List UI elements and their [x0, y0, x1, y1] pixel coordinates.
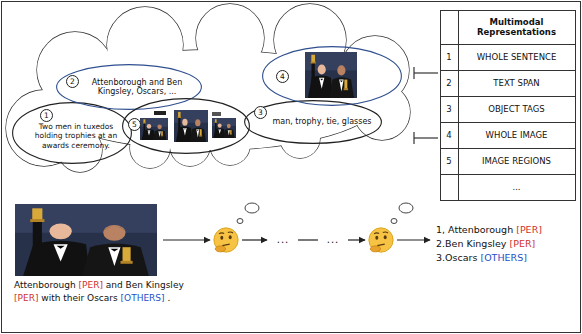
sentence-word: Attenborough — [14, 280, 76, 290]
whole-image — [305, 52, 357, 98]
thinking-face — [369, 228, 393, 252]
entity-tag: [OTHERS] — [480, 252, 526, 263]
region-crop — [174, 110, 208, 142]
pipeline-arrow — [242, 239, 267, 240]
entity-tag: [PER] — [516, 224, 542, 235]
table-grid — [441, 122, 576, 123]
thought-bubble — [237, 219, 243, 224]
pipeline-arrow — [348, 239, 365, 240]
ellipse-outline — [122, 98, 250, 154]
callout-number: 1 — [40, 109, 53, 122]
table-grid — [441, 96, 576, 97]
table-cell: WHOLE SENTENCE — [458, 44, 575, 70]
entity-list: 1, Attenborough [PER]2.Ben Kingsley [PER… — [436, 223, 542, 265]
cloud-outline — [196, 4, 264, 72]
entity-tag: [OTHERS] — [121, 293, 165, 303]
entity-tag: [PER] — [79, 280, 103, 290]
table-grid — [441, 174, 576, 175]
representation-ellipse: 4 — [262, 46, 402, 106]
table-grid — [441, 44, 576, 45]
sentence-word: with their Oscars — [41, 293, 117, 303]
thought-bubble — [237, 203, 413, 224]
region-box — [154, 111, 166, 115]
sentence-caption: Attenborough [PER] and Ben Kingsley [PER… — [14, 279, 202, 305]
cloud-fill — [37, 32, 113, 108]
sentence-word: and Ben Kingsley — [106, 280, 184, 290]
pipeline-arrow — [298, 239, 318, 240]
table-cell: ... — [458, 174, 575, 200]
table-grid — [441, 11, 576, 201]
table-grid — [441, 11, 576, 201]
callout-number: 4 — [276, 70, 289, 83]
entity-line: 3.Oscars [OTHERS] — [436, 251, 542, 265]
cloud-outline — [107, 7, 183, 83]
table-cell: WHOLE IMAGE — [458, 122, 575, 148]
table-grid — [441, 148, 576, 149]
representation-ellipse: 3man, trophy, tie, glasses — [244, 100, 382, 144]
cloud-outline — [6, 4, 410, 172]
sentence-word: . — [167, 293, 170, 303]
ellipsis: ... — [320, 232, 346, 248]
cloud-fill — [196, 4, 264, 72]
ellipsis: ... — [270, 232, 296, 248]
input-image — [15, 204, 157, 276]
cloud-outline — [37, 32, 113, 108]
pipeline-arrow — [163, 239, 210, 240]
bracket-line — [414, 137, 438, 138]
cloud-outline — [354, 84, 410, 140]
region-crop — [212, 118, 236, 138]
table-cell: 2 — [440, 70, 458, 96]
entity-name: 1, Attenborough — [436, 224, 513, 235]
cloud-fill — [107, 7, 183, 83]
region-box — [212, 112, 221, 116]
table-cell: IMAGE REGIONS — [458, 148, 575, 174]
thought-bubble — [399, 203, 413, 213]
table-cell: 5 — [440, 148, 458, 174]
table-grid — [458, 11, 459, 201]
table-header: Multimodal Representations — [458, 10, 575, 44]
representation-ellipse: 2 Attenborough and Ben Kingsley, Oscars, … — [56, 64, 202, 110]
ellipse-outline — [123, 99, 250, 154]
thinking-face — [214, 228, 238, 252]
table-cell: 4 — [440, 122, 458, 148]
table-cell: OBJECT TAGS — [458, 96, 575, 122]
entity-tag: [PER] — [14, 293, 38, 303]
entity-name: 3.Oscars — [436, 252, 477, 263]
ellipse-outline — [13, 103, 132, 164]
entity-line: 1, Attenborough [PER] — [436, 223, 542, 237]
table-cell: 3 — [440, 96, 458, 122]
bracket-line — [414, 72, 438, 73]
representation-text: man, trophy, tie, glasses — [268, 117, 376, 127]
table-cell: TEXT SPAN — [458, 70, 575, 96]
ellipse-outline — [245, 101, 382, 144]
entity-tag: [PER] — [509, 238, 535, 249]
ellipse-outline — [57, 65, 202, 110]
cloud-fill — [354, 84, 410, 140]
bracket-line — [414, 67, 438, 144]
pipeline-arrow — [397, 239, 430, 240]
callout-number: 2 — [66, 75, 79, 88]
table-cell: 1 — [440, 44, 458, 70]
representation-text: Attenborough and Ben Kingsley, Oscars, .… — [84, 78, 190, 97]
region-crop — [140, 118, 168, 140]
callout-number: 3 — [254, 106, 267, 119]
entity-line: 2.Ben Kingsley [PER] — [436, 237, 542, 251]
representation-text: Two men in tuxedos holding trophies at a… — [28, 122, 124, 151]
thought-bubble — [245, 203, 259, 213]
table-grid — [441, 70, 576, 71]
entity-name: 2.Ben Kingsley — [436, 238, 506, 249]
thought-bubble — [391, 219, 397, 224]
cloud-fill — [6, 4, 410, 172]
callout-number: 5 — [128, 118, 141, 131]
representation-ellipse: 1Two men in tuxedos holding trophies at … — [12, 102, 132, 164]
representation-ellipse: 5 — [122, 98, 250, 154]
ellipse-outline — [263, 47, 402, 106]
